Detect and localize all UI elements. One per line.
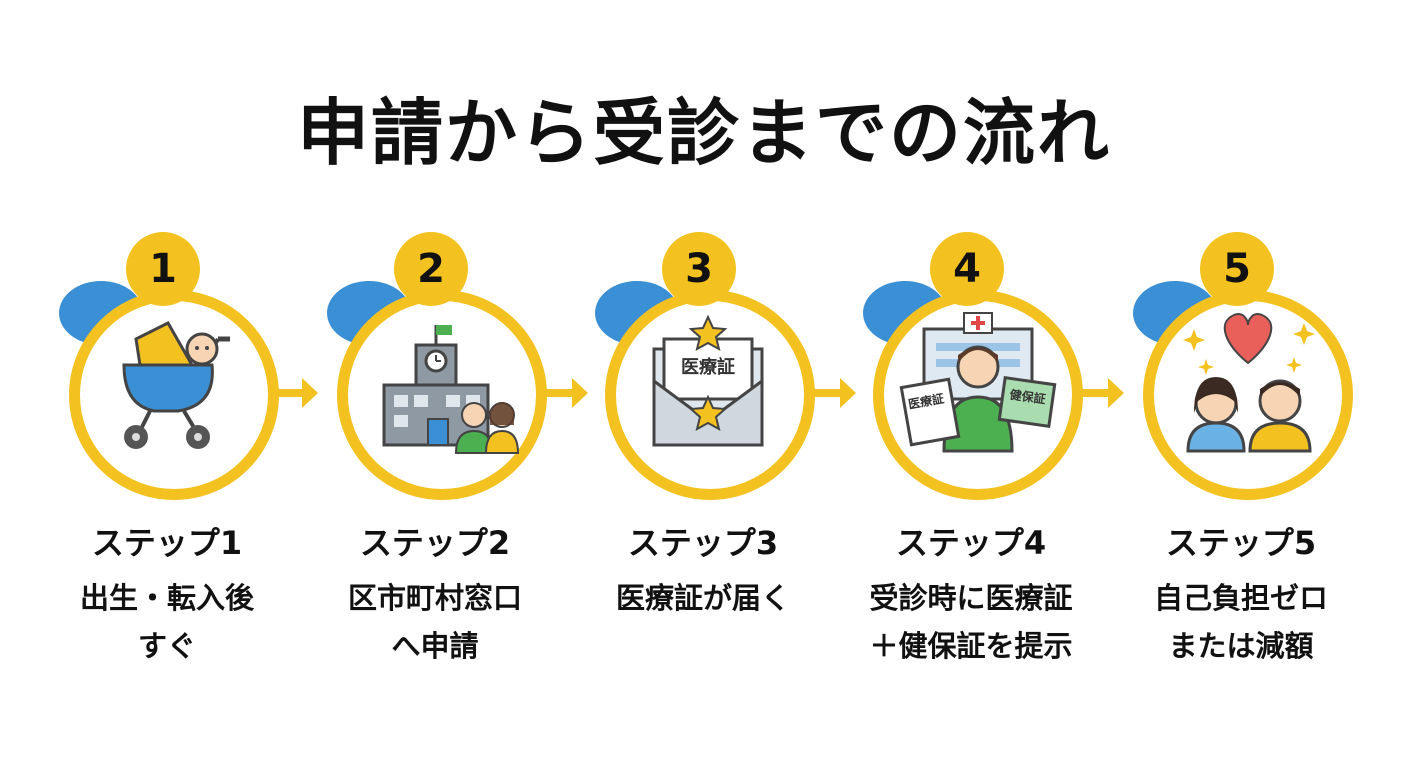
step-number-badge: 3 <box>662 232 736 306</box>
step-label: ステップ1 <box>91 524 243 562</box>
city-office-icon <box>348 301 536 489</box>
medical-card-label: 医療証 <box>907 391 945 412</box>
page-title: 申請から受診までの流れ <box>296 91 1111 175</box>
step-label: ステップ3 <box>627 524 779 562</box>
happy-family-icon <box>1154 301 1342 489</box>
step-number-badge: 5 <box>1200 232 1274 306</box>
step-label: ステップ2 <box>359 524 511 562</box>
step-5: 5 ステップ5 自己負担ゼロ または減額 <box>1106 232 1376 672</box>
step-description: 医療証が届く <box>615 581 790 615</box>
step-description: 自己負担ゼロ または減額 <box>1153 581 1328 663</box>
arrow-right-icon <box>270 374 320 412</box>
step-number-badge: 4 <box>930 232 1004 306</box>
insurance-card-label: 健保証 <box>1009 387 1047 407</box>
step-label: ステップ5 <box>1165 524 1317 562</box>
step-1: 1 ステップ1 出生・転入後 すぐ <box>32 232 302 672</box>
arrow-right-icon <box>808 374 858 412</box>
baby-stroller-icon <box>80 301 268 489</box>
arrow-right-icon <box>1076 374 1126 412</box>
step-number-badge: 2 <box>394 232 468 306</box>
step-description: 受診時に医療証 ＋健保証を提示 <box>869 581 1073 663</box>
present-cards-icon: 医療証 健保証 <box>884 301 1072 489</box>
step-description: 区市町村窓口 へ申請 <box>347 581 522 663</box>
envelope-certificate-icon: 医療証 <box>616 301 804 489</box>
certificate-card-text: 医療証 <box>681 356 735 378</box>
step-number-badge: 1 <box>126 232 200 306</box>
step-4: 医療証 健保証 4 ステップ4 受診時に医療証 ＋健保証を提示 <box>836 232 1106 672</box>
step-2: 2 ステップ2 区市町村窓口 へ申請 <box>300 232 570 672</box>
step-description: 出生・転入後 すぐ <box>79 581 254 663</box>
step-label: ステップ4 <box>895 524 1047 562</box>
step-3: 医療証 3 ステップ3 医療証が届く <box>568 232 838 672</box>
arrow-right-icon <box>540 374 590 412</box>
